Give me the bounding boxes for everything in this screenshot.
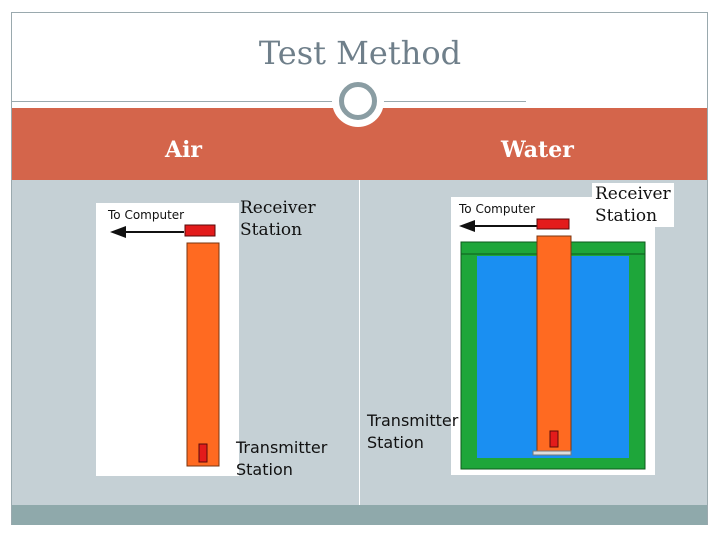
air-diagram: To Computer (96, 203, 239, 476)
water-receiver-station (536, 218, 570, 230)
air-pipe (186, 242, 220, 467)
water-transmitter-caption-line2: Station (367, 433, 424, 452)
air-transmitter-caption: Transmitter Station (236, 437, 327, 481)
water-transmitter-station (549, 430, 559, 448)
water-receiver-caption-line2: Station (595, 206, 658, 226)
air-transmitter-station (198, 443, 208, 463)
footer-band (12, 505, 707, 525)
water-computer-label: To Computer (458, 202, 535, 216)
water-transmitter-caption: Transmitter Station (367, 410, 458, 454)
air-receiver-caption: Receiver Station (240, 197, 316, 241)
water-arrow-head (459, 220, 475, 232)
title-ornament-ring (339, 82, 377, 120)
column-divider (359, 180, 360, 505)
air-transmitter-caption-line2: Station (236, 460, 293, 479)
slide-title: Test Method (258, 34, 462, 72)
water-pipe-base (532, 450, 572, 456)
water-diagram: To Computer (451, 197, 655, 475)
air-receiver-caption-line2: Station (240, 220, 303, 240)
water-pipe (536, 235, 572, 452)
title-rule-right (383, 101, 526, 102)
water-receiver-caption-line1: Receiver (595, 184, 671, 204)
water-column-label: Water (501, 137, 574, 163)
air-transmitter-caption-line1: Transmitter (236, 438, 328, 457)
air-receiver-caption-line1: Receiver (240, 198, 316, 218)
water-transmitter-caption-line1: Transmitter (367, 411, 459, 430)
air-computer-label: To Computer (107, 208, 184, 222)
air-arrow-head (110, 226, 126, 238)
water-receiver-caption: Receiver Station (592, 183, 674, 227)
air-receiver-station (184, 224, 216, 237)
title-rule-left (11, 101, 344, 102)
air-column-label: Air (165, 137, 203, 163)
